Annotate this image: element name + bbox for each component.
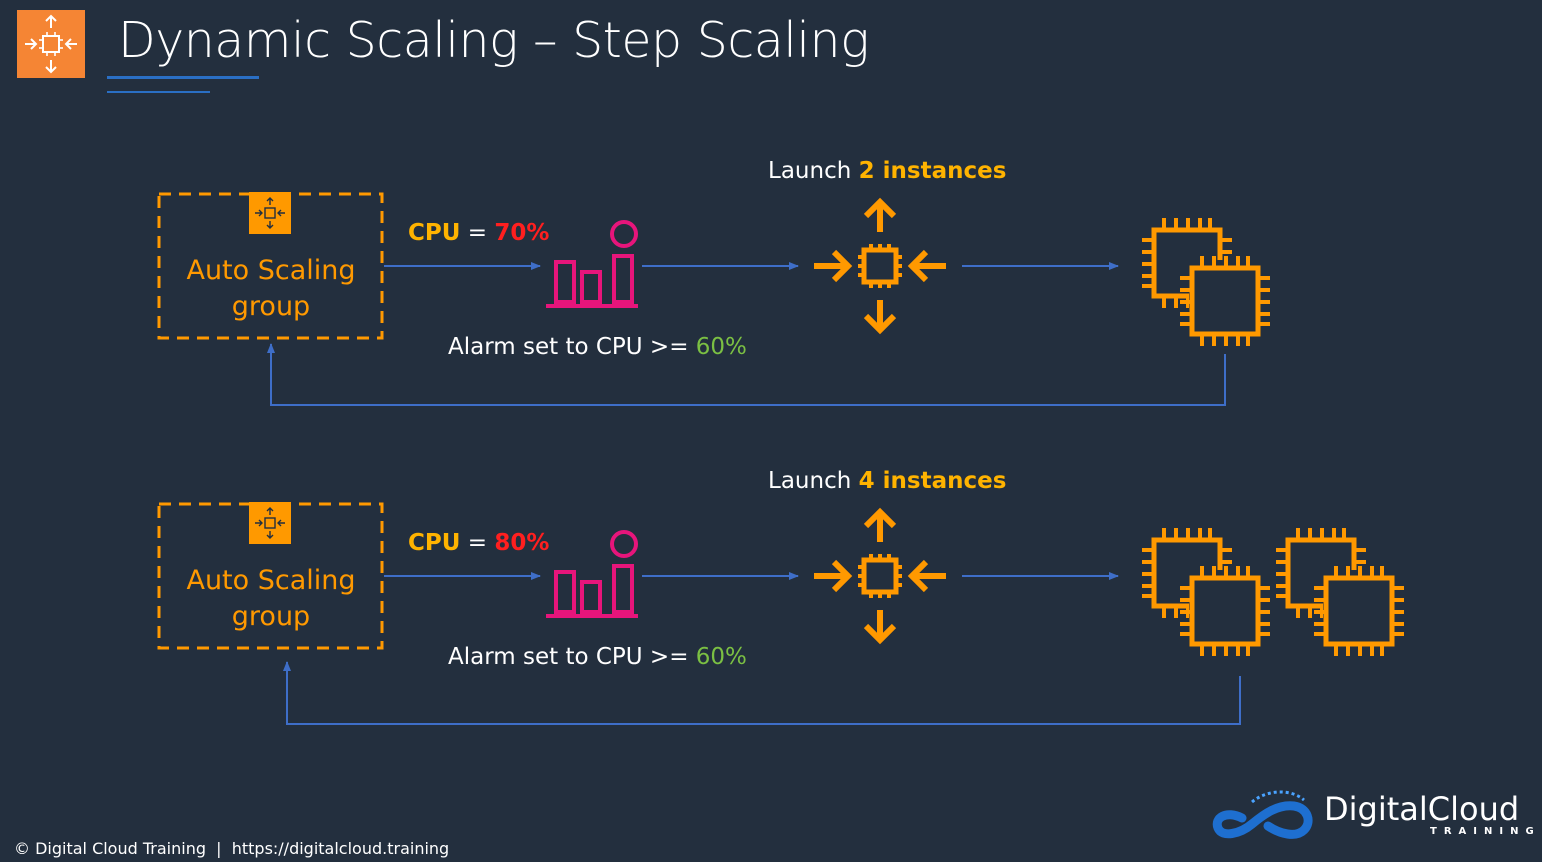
cpu-metric: CPU = 80% (408, 530, 549, 556)
cloudwatch-alarm-icon (544, 530, 640, 618)
cpu-metric: CPU = 70% (408, 220, 549, 246)
footer: © Digital Cloud Training | https://digit… (14, 839, 449, 858)
alarm-text: Alarm set to CPU >= (448, 334, 696, 360)
alarm-text: Alarm set to CPU >= (448, 644, 696, 670)
flow-1: Auto Scaling group CPU = 70% Alarm set t… (157, 158, 1270, 406)
launch-action: Launch 2 instances (768, 158, 1006, 184)
feedback-arrow (267, 343, 1226, 406)
alarm-condition: Alarm set to CPU >= 60% (448, 644, 747, 670)
cpu-equals: = (460, 530, 494, 556)
ec2-instance-icon (1276, 528, 1404, 656)
brand-subtitle: TRAINING (1430, 826, 1541, 837)
feedback-arrow (283, 661, 1241, 725)
flow-2: Auto Scaling group CPU = 80% Alarm set t… (157, 468, 1404, 725)
launch-text: Launch (768, 468, 859, 494)
title-underline (107, 76, 259, 79)
brand-name: DigitalCloud (1324, 790, 1520, 828)
cloud-logo-icon (1212, 790, 1313, 839)
copyright-text: © Digital Cloud Training (14, 839, 206, 858)
auto-scaling-group-icon (248, 191, 292, 235)
launch-count: 4 instances (859, 468, 1007, 494)
scale-out-icon (814, 202, 946, 330)
page-title: Dynamic Scaling – Step Scaling (118, 12, 869, 69)
ec2-instance-icon (1142, 528, 1270, 656)
group-label: Auto Scaling (186, 565, 355, 596)
footer-separator: | (205, 839, 232, 858)
group-label-line2: group (232, 601, 310, 632)
launch-count: 2 instances (859, 158, 1007, 184)
footer-url: https://digitalcloud.training (231, 839, 450, 858)
cpu-equals: = (460, 220, 494, 246)
cpu-value: 80% (494, 530, 549, 556)
brand-logo: DigitalCloud TRAINING (1212, 784, 1534, 844)
cloudwatch-alarm-icon (544, 220, 640, 308)
scale-out-icon (814, 512, 946, 640)
auto-scaling-icon (17, 10, 85, 78)
group-label-line2: group (232, 291, 310, 322)
launch-action: Launch 4 instances (768, 468, 1006, 494)
cpu-label: CPU (408, 530, 460, 556)
group-label: Auto Scaling (186, 255, 355, 286)
alarm-condition: Alarm set to CPU >= 60% (448, 334, 747, 360)
title-underline-short (107, 91, 210, 93)
auto-scaling-group-icon (248, 501, 292, 545)
cpu-label: CPU (408, 220, 460, 246)
cpu-value: 70% (494, 220, 549, 246)
alarm-threshold: 60% (696, 334, 747, 360)
ec2-instance-icon (1142, 218, 1270, 346)
launch-text: Launch (768, 158, 859, 184)
alarm-threshold: 60% (696, 644, 747, 670)
